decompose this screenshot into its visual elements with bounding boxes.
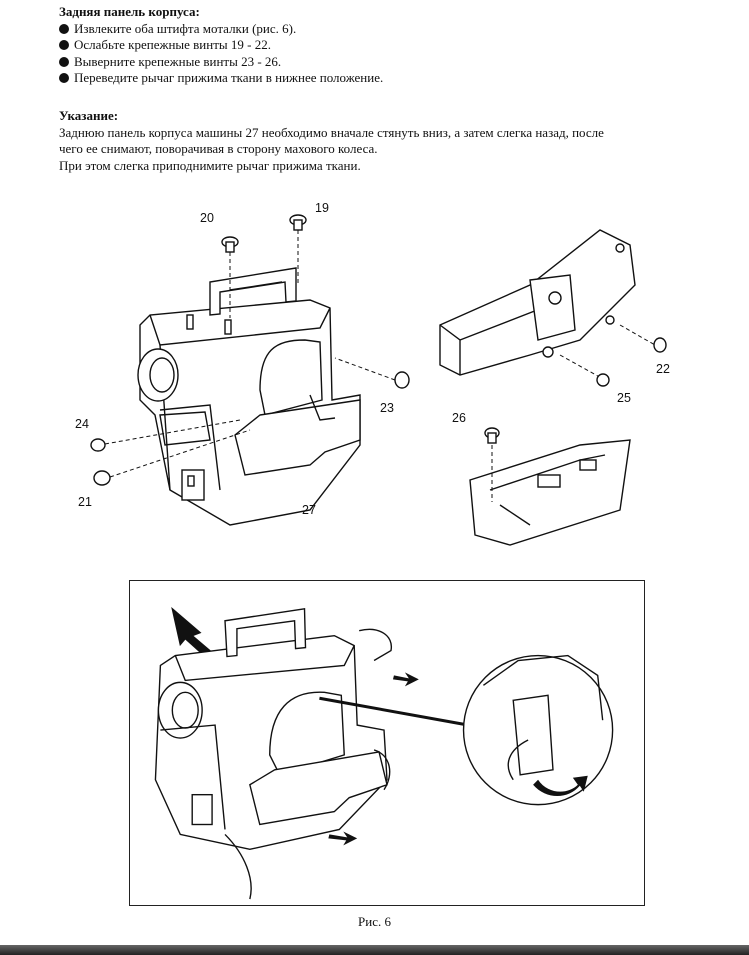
screw-19 [289, 214, 307, 285]
base-detail [469, 439, 631, 546]
screw-24 [90, 419, 241, 452]
note-block: Указание: Заднюю панель корпуса машины 2… [59, 108, 604, 174]
screw-23 [334, 357, 410, 389]
bullet-icon [59, 23, 69, 34]
section-heading: Задняя панель корпуса: [59, 4, 200, 19]
bullet-icon [59, 40, 69, 50]
note-line: Заднюю панель корпуса машины 27 необходи… [59, 124, 604, 140]
screw-21 [93, 429, 251, 486]
note-line: При этом слегка приподнимите рычаг прижи… [59, 157, 361, 173]
bullet-item: Ослабьте крепежные винты 19 - 22. [59, 37, 383, 54]
label-21: 21 [78, 495, 92, 509]
screw-25 [596, 373, 610, 387]
bullet-icon [59, 73, 69, 83]
label-22: 22 [656, 362, 670, 376]
label-27: 27 [302, 503, 316, 517]
note-heading: Указание: [59, 108, 119, 123]
bullet-item: Выверните крепежные винты 23 - 26. [59, 54, 383, 71]
figure-caption: Рис. 6 [358, 914, 391, 929]
section-instructions: Задняя панель корпуса: Извлеките оба шти… [59, 4, 383, 87]
label-19: 19 [315, 201, 329, 215]
page-bottom-bar [0, 945, 749, 955]
screw-22 [653, 337, 667, 353]
bullet-item: Извлеките оба штифта моталки (рис. 6). [59, 21, 383, 38]
note-line: чего ее снимают, поворачивая в сторону м… [59, 141, 378, 156]
bullet-icon [59, 56, 69, 67]
screw-26 [484, 427, 500, 444]
label-23: 23 [380, 401, 394, 415]
screw-20 [221, 236, 239, 318]
bullet-item: Переведите рычаг прижима ткани в нижнее … [59, 70, 383, 87]
sewing-machine-rear-view [137, 267, 361, 526]
label-24: 24 [75, 417, 89, 431]
exploded-diagram: 20 19 23 24 21 27 22 25 26 [75, 201, 670, 546]
label-20: 20 [200, 211, 214, 225]
removal-illustration [129, 580, 645, 906]
label-26: 26 [452, 411, 466, 425]
label-25: 25 [617, 391, 631, 405]
arm-detail [439, 229, 656, 381]
